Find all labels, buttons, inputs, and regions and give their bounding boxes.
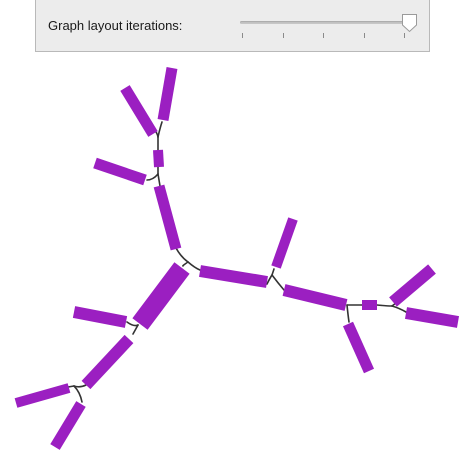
- graph-edge: [175, 247, 189, 263]
- graph-node[interactable]: [199, 265, 268, 288]
- slider-tick: [283, 33, 284, 38]
- graph-node[interactable]: [271, 217, 298, 269]
- graph-edge: [146, 173, 159, 181]
- graph-edge: [73, 384, 87, 388]
- graph-node[interactable]: [132, 262, 190, 330]
- graph-node[interactable]: [120, 85, 158, 137]
- graph-node[interactable]: [81, 334, 134, 390]
- slider-thumb[interactable]: [401, 13, 418, 33]
- graph-edge: [132, 324, 139, 335]
- graph-edge: [126, 321, 139, 327]
- graph-node[interactable]: [14, 383, 71, 408]
- graph-node[interactable]: [50, 401, 86, 450]
- graph-edge: [346, 304, 350, 323]
- iterations-label: Graph layout iterations:: [48, 18, 183, 33]
- graph-nodes: [14, 67, 460, 450]
- graph-edge: [182, 261, 189, 267]
- graph-node[interactable]: [389, 264, 436, 307]
- graph-edge: [67, 385, 75, 388]
- graph-node[interactable]: [404, 307, 460, 328]
- graph-edges: [67, 121, 407, 403]
- graph-node[interactable]: [153, 149, 164, 168]
- graph-edge: [187, 261, 201, 271]
- layout-controls-panel: Graph layout iterations:: [35, 0, 430, 52]
- graph-edge: [271, 274, 285, 291]
- slider-tick: [323, 33, 324, 38]
- slider-tick: [364, 33, 365, 38]
- slider-tick: [242, 33, 243, 38]
- graph-node[interactable]: [342, 321, 375, 374]
- graph-edge: [376, 304, 393, 307]
- iterations-slider[interactable]: [238, 10, 417, 42]
- graph-node[interactable]: [93, 157, 147, 186]
- graph-edge: [157, 121, 163, 138]
- graph-edge: [271, 268, 275, 276]
- graph-node[interactable]: [282, 284, 348, 311]
- graph-node[interactable]: [153, 184, 182, 251]
- slider-tick: [404, 33, 405, 38]
- graph-node[interactable]: [157, 67, 178, 121]
- graph-edge: [73, 385, 83, 403]
- graph-edge: [391, 305, 407, 313]
- graph-edge: [157, 173, 161, 187]
- graph-node[interactable]: [72, 306, 128, 328]
- slider-track[interactable]: [240, 21, 412, 24]
